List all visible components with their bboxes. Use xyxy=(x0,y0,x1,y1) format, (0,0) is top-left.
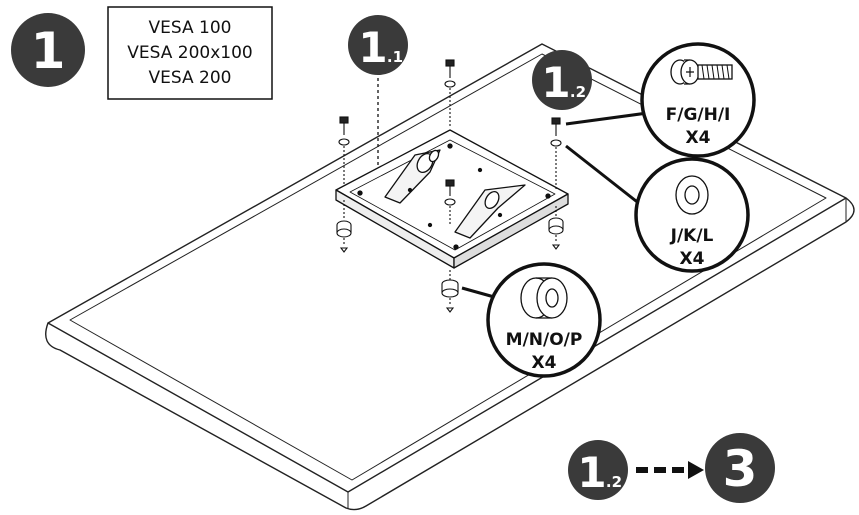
spacer-qty: X4 xyxy=(532,353,557,373)
washer-label: J/K/L xyxy=(670,226,714,246)
tv-panel xyxy=(45,43,855,511)
flow-to-badge: 3 xyxy=(705,433,775,503)
hardware-stack-left xyxy=(336,116,352,253)
svg-text:3: 3 xyxy=(723,440,758,498)
spacer-icon xyxy=(520,277,568,319)
svg-text:1: 1 xyxy=(358,23,387,72)
screw-icon xyxy=(670,59,733,85)
svg-text:1: 1 xyxy=(541,58,570,107)
screw-callout: F/G/H/I X4 xyxy=(640,42,756,158)
spacer-callout: M/N/O/P X4 xyxy=(486,262,602,378)
screw-label: F/G/H/I xyxy=(666,105,731,125)
substep-1-1-badge: 1 .1 xyxy=(348,15,408,75)
hardware-stack-right xyxy=(548,117,564,250)
svg-text:.2: .2 xyxy=(606,473,622,491)
svg-text:.1: .1 xyxy=(387,48,403,66)
flow-arrow xyxy=(636,461,704,479)
screw-qty: X4 xyxy=(686,128,711,148)
step-1-badge: 1 xyxy=(11,13,85,87)
svg-text:.2: .2 xyxy=(570,83,586,101)
svg-text:1: 1 xyxy=(31,22,66,80)
hardware-stack-top xyxy=(444,59,456,128)
washer-callout: J/K/L X4 xyxy=(634,157,750,273)
svg-text:1: 1 xyxy=(577,448,606,497)
vesa-line-3: VESA 200 xyxy=(149,68,232,88)
vesa-line-2: VESA 200x100 xyxy=(127,43,252,63)
vesa-line-1: VESA 100 xyxy=(149,18,232,38)
flow-from-badge: 1 .2 xyxy=(568,440,628,500)
substep-1-2-badge: 1 .2 xyxy=(532,50,592,110)
vesa-size-box: VESA 100 VESA 200x100 VESA 200 xyxy=(107,6,273,100)
hardware-stack-center xyxy=(441,179,459,313)
washer-icon xyxy=(675,175,709,215)
spacer-label: M/N/O/P xyxy=(506,330,583,350)
washer-qty: X4 xyxy=(680,249,705,269)
mounting-bracket xyxy=(335,129,569,269)
